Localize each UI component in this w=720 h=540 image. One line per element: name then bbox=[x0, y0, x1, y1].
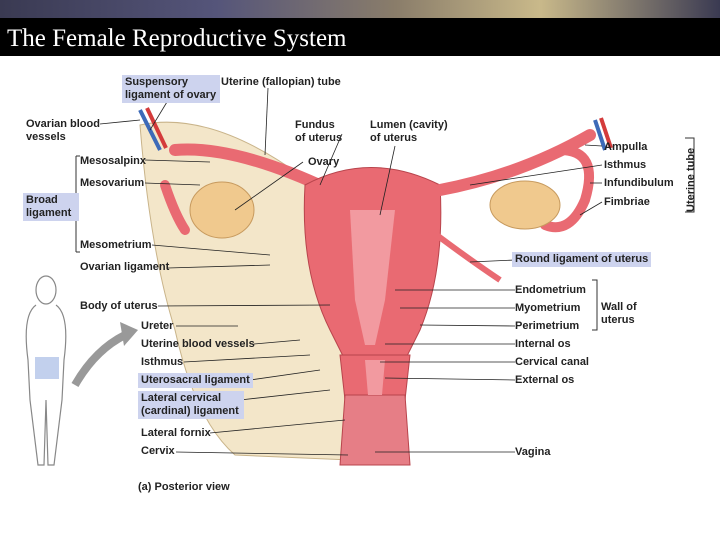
label-mesosalpinx: Mesosalpinx bbox=[80, 155, 146, 168]
label-mesometrium: Mesometrium bbox=[80, 239, 152, 252]
label-fimbriae: Fimbriae bbox=[604, 196, 650, 209]
label-vagina: Vagina bbox=[515, 446, 550, 459]
label-myometrium: Myometrium bbox=[515, 302, 580, 315]
right-ovary-shape bbox=[490, 181, 560, 229]
label-ureter: Ureter bbox=[141, 320, 173, 333]
label-ovarian-ligament: Ovarian ligament bbox=[80, 261, 169, 274]
vagina-shape bbox=[340, 395, 410, 465]
figure-caption: (a) Posterior view bbox=[138, 481, 230, 494]
round-ligament-shape bbox=[430, 230, 500, 280]
label-lateral-fornix: Lateral fornix bbox=[141, 427, 211, 440]
label-ovary: Ovary bbox=[308, 156, 339, 169]
label-uterine-fallopian-tube: Uterine (fallopian) tube bbox=[221, 76, 341, 89]
arrow-to-detail bbox=[75, 335, 125, 385]
label-uterine-tube: Uterine tube bbox=[685, 148, 697, 212]
label-endometrium: Endometrium bbox=[515, 284, 586, 297]
label-broad-ligament: Broad ligament bbox=[23, 193, 79, 221]
pelvic-region-highlight bbox=[35, 357, 59, 379]
label-isthmus-left: Isthmus bbox=[141, 356, 183, 369]
label-perimetrium: Perimetrium bbox=[515, 320, 579, 333]
label-lumen-of-uterus: Lumen (cavity) of uterus bbox=[370, 119, 450, 145]
label-infundibulum: Infundibulum bbox=[604, 177, 674, 190]
label-isthmus-right: Isthmus bbox=[604, 159, 646, 172]
label-round-ligament: Round ligament of uterus bbox=[512, 252, 651, 267]
label-lateral-cervical-ligament: Lateral cervical (cardinal) ligament bbox=[138, 391, 244, 419]
label-mesovarium: Mesovarium bbox=[80, 177, 144, 190]
label-fundus-of-uterus: Fundus of uterus bbox=[295, 119, 347, 145]
label-external-os: External os bbox=[515, 374, 574, 387]
label-body-of-uterus: Body of uterus bbox=[80, 300, 158, 313]
label-uterine-blood-vessels: Uterine blood vessels bbox=[141, 338, 255, 351]
left-ovary-shape bbox=[190, 182, 254, 238]
label-uterosacral-ligament: Uterosacral ligament bbox=[138, 373, 253, 388]
label-internal-os: Internal os bbox=[515, 338, 571, 351]
label-cervix: Cervix bbox=[141, 445, 175, 458]
label-ampulla: Ampulla bbox=[604, 141, 647, 154]
label-suspensory-ligament: Suspensory ligament of ovary bbox=[122, 75, 220, 103]
label-wall-of-uterus: Wall of uterus bbox=[601, 301, 641, 327]
label-cervical-canal: Cervical canal bbox=[515, 356, 589, 369]
label-ovarian-blood-vessels: Ovarian blood vessels bbox=[26, 118, 104, 144]
